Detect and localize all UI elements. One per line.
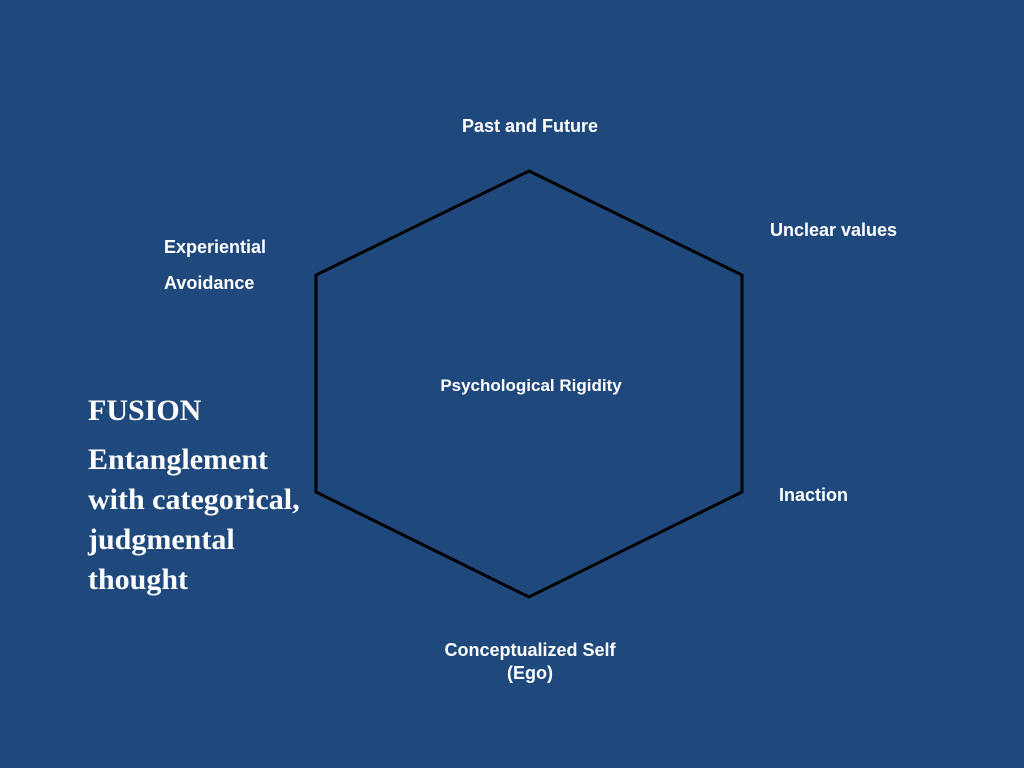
hexagon-outline: [314, 169, 744, 599]
node-experiential-avoidance: Experiential Avoidance: [164, 229, 266, 301]
node-conceptualized-self: Conceptualized Self (Ego): [420, 639, 640, 685]
node-conceptualized-self-line2: (Ego): [507, 663, 553, 683]
node-conceptualized-self-line1: Conceptualized Self: [444, 640, 616, 660]
fusion-description: Entanglement with categorical, judgmenta…: [88, 443, 300, 596]
node-unclear-values: Unclear values: [770, 220, 898, 240]
node-experiential-avoidance-line1: Experiential: [164, 237, 267, 257]
node-inaction: Inaction: [779, 485, 849, 505]
center-label: Psychological Rigidity: [440, 376, 622, 395]
fusion-text-block: FUSION Entanglement with categorical, ju…: [88, 392, 318, 600]
node-experiential-avoidance-line2: Avoidance: [164, 273, 255, 293]
node-past-and-future: Past and Future: [461, 116, 599, 136]
fusion-title: FUSION: [88, 394, 202, 427]
